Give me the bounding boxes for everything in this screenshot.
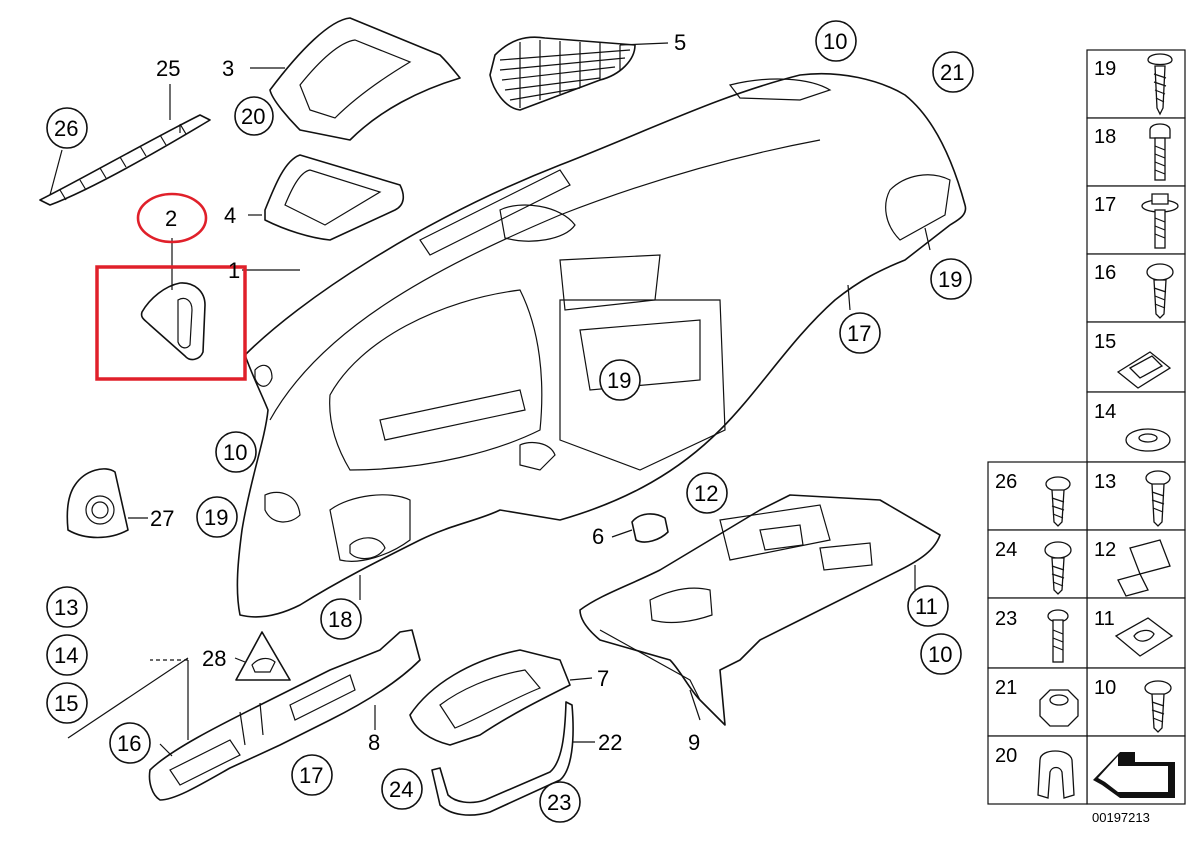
callout-28: 28 (202, 646, 226, 671)
callout-25: 25 (156, 56, 180, 81)
callout-10-top: 10 (823, 29, 847, 54)
callout-4: 4 (224, 203, 236, 228)
clip-nut-15-icon (1116, 351, 1172, 389)
callout-27: 27 (150, 506, 174, 531)
part-25-vent-strip (39, 114, 211, 206)
highlight-marker (95, 192, 247, 381)
callout-20: 20 (241, 104, 265, 129)
nut-21-icon (1039, 689, 1079, 727)
table-label-19: 19 (1094, 58, 1116, 80)
part-22-glovebox-frame (431, 701, 574, 816)
reference-number: 00197213 (1092, 810, 1150, 825)
callout-5: 5 (674, 30, 686, 55)
screw-18-icon (1149, 123, 1171, 181)
table-label-13: 13 (1094, 471, 1116, 493)
bolt-23-icon (1047, 609, 1069, 663)
screw-10-icon (1144, 680, 1172, 733)
table-label-16: 16 (1094, 262, 1116, 284)
callout-17-upper: 17 (847, 321, 871, 346)
clip-12-icon (1117, 539, 1171, 597)
table-label-12: 12 (1094, 539, 1116, 561)
callout-19-center: 19 (607, 368, 631, 393)
part-28-warning-triangle (235, 631, 291, 681)
table-label-23: 23 (995, 608, 1017, 630)
callout-23: 23 (547, 790, 571, 815)
part-7-glovebox-liner (409, 649, 571, 746)
highlight-box (95, 265, 247, 381)
callout-24: 24 (389, 777, 413, 802)
callout-14: 14 (54, 643, 78, 668)
callout-19-right: 19 (938, 267, 962, 292)
callout-26: 26 (54, 116, 78, 141)
part-4-grille-frame (264, 154, 405, 241)
callout-17-lower: 17 (299, 763, 323, 788)
callout-2: 2 (165, 206, 177, 231)
part-27-vent-housing (66, 468, 129, 539)
table-label-26: 26 (995, 471, 1017, 493)
screw-16-icon (1146, 263, 1174, 319)
callout-7: 7 (597, 666, 609, 691)
part-6-clip (631, 513, 669, 543)
spring-nut-11-icon (1114, 617, 1174, 657)
clip-20-icon (1037, 750, 1075, 799)
leader-lines (49, 42, 931, 757)
highlight-circle (136, 192, 208, 244)
screw-19-icon (1147, 53, 1173, 116)
part-9-lower-trim (579, 494, 941, 726)
screw-17-icon (1141, 193, 1179, 249)
table-label-21: 21 (995, 677, 1017, 699)
callout-13: 13 (54, 595, 78, 620)
table-label-14: 14 (1094, 401, 1116, 423)
callout-18: 18 (328, 607, 352, 632)
screw-13-icon (1145, 470, 1171, 527)
screw-26-icon (1045, 476, 1071, 527)
table-label-10: 10 (1094, 677, 1116, 699)
part-5-mesh-grille (489, 36, 636, 111)
screw-24-icon (1044, 541, 1072, 595)
callout-16: 16 (117, 731, 141, 756)
callout-1: 1 (228, 258, 240, 283)
arrow-icon (1093, 752, 1175, 798)
callout-10-left: 10 (223, 440, 247, 465)
table-label-11: 11 (1094, 608, 1115, 630)
table-label-15: 15 (1094, 331, 1116, 353)
table-label-17: 17 (1094, 194, 1116, 216)
callout-10-bottom: 10 (928, 642, 952, 667)
part-2-trim-cover (140, 282, 206, 361)
dashboard-main-body (236, 72, 967, 618)
part-3-trim-frame (269, 17, 461, 141)
callout-8: 8 (368, 730, 380, 755)
callout-12: 12 (694, 481, 718, 506)
callout-19-left: 19 (204, 505, 228, 530)
callout-21: 21 (940, 60, 964, 85)
hardware-table: 19 18 17 16 15 14 13 12 11 10 26 24 23 2… (987, 49, 1186, 825)
table-label-18: 18 (1094, 126, 1116, 148)
callout-15: 15 (54, 691, 78, 716)
callouts: 1 2 3 4 5 6 7 8 9 22 25 27 28 26 20 10 2… (46, 20, 974, 823)
table-label-20: 20 (995, 745, 1017, 767)
callout-22: 22 (598, 730, 622, 755)
callout-6: 6 (592, 524, 604, 549)
callout-9: 9 (688, 730, 700, 755)
callout-11: 11 (915, 594, 938, 619)
grommet-14-icon (1125, 428, 1171, 452)
callout-3: 3 (222, 56, 234, 81)
table-label-24: 24 (995, 539, 1017, 561)
part-8-lower-left-trim (148, 629, 421, 801)
